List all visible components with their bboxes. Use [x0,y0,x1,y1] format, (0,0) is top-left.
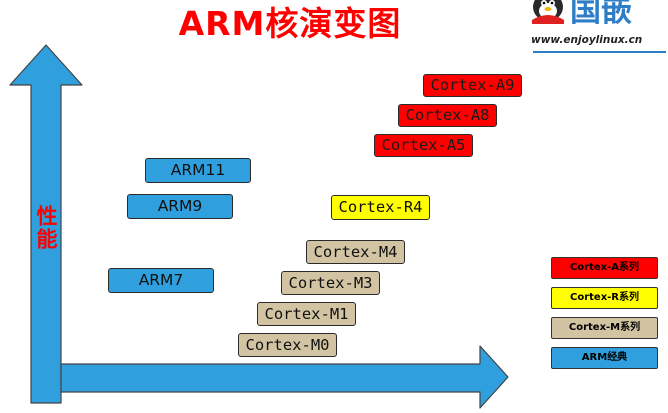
node-cortex-m1: Cortex-M1 [257,302,356,326]
time-axis-arrow [60,345,509,409]
legend-cortex-r: Cortex-R系列 [551,287,658,309]
node-cortex-m4: Cortex-M4 [306,240,405,264]
legend-arm-classic: ARM经典 [551,347,658,369]
node-arm9: ARM9 [127,194,233,219]
node-cortex-r4: Cortex-R4 [331,195,430,220]
node-arm7: ARM7 [108,268,214,293]
site-url: www.enjoylinux.cn [531,34,643,46]
site-logo: 国嵌 [532,0,632,24]
performance-axis-arrow [9,44,83,404]
divider [533,51,666,53]
node-cortex-a5: Cortex-A5 [374,134,473,157]
node-cortex-a9: Cortex-A9 [423,74,522,97]
logo-text: 国嵌 [570,0,632,24]
legend-cortex-a: Cortex-A系列 [551,257,658,279]
node-cortex-m3: Cortex-M3 [281,271,380,295]
node-cortex-m0: Cortex-M0 [238,333,337,357]
legend-cortex-m: Cortex-M系列 [551,317,658,339]
node-cortex-a8: Cortex-A8 [398,104,497,127]
y-axis-label: 性能 [34,205,58,251]
page-title: ARM核演变图 [178,4,402,43]
node-arm11: ARM11 [145,158,251,183]
